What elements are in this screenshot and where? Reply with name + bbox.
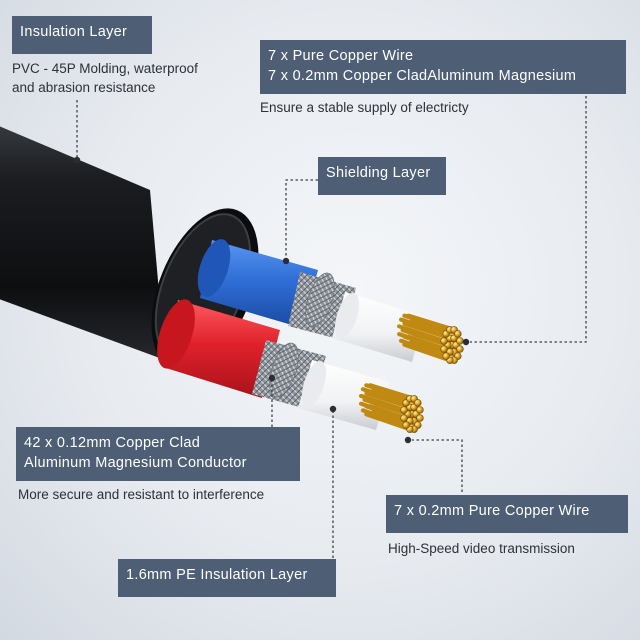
copper-strand — [397, 331, 447, 352]
copper-strand — [358, 401, 407, 421]
pe-insulation-label: 1.6mm PE Insulation Layer — [118, 559, 336, 597]
conductor-description: More secure and resistant to interferenc… — [18, 487, 265, 502]
conductor-label: 42 x 0.12mm Copper Clad Aluminum Magnesi… — [16, 427, 300, 481]
copper-wire-top-description: Ensure a stable supply of electricty — [260, 100, 469, 115]
insulation-layer-description: PVC - 45P Molding, waterproof and abrasi… — [12, 61, 198, 95]
copper-strands-bottom — [358, 383, 424, 433]
copper-strand-end — [442, 352, 450, 360]
leader-copper-top — [470, 96, 587, 343]
copper-strand-end — [440, 337, 448, 345]
copper-strand — [360, 387, 409, 405]
copper-wire-bottom-label: 7 x 0.2mm Pure Copper Wire — [386, 495, 628, 533]
leader-conductor — [271, 380, 300, 445]
copper-strand — [402, 342, 452, 363]
copper-strand-end — [402, 421, 410, 429]
copper-wire-top-label: 7 x Pure Copper Wire 7 x 0.2mm Copper Cl… — [260, 40, 626, 94]
copper-strand-end — [416, 406, 424, 414]
copper-strand-end — [400, 406, 408, 414]
leader-copper-bottom — [412, 439, 463, 492]
copper-strand-end — [454, 330, 462, 338]
copper-strand-end — [400, 414, 408, 422]
copper-strand — [397, 324, 447, 344]
copper-wire-bottom-description: High-Speed video transmission — [388, 541, 575, 556]
copper-strand-end — [416, 414, 424, 422]
marker-pe-insulation — [329, 405, 337, 413]
marker-insulation — [73, 156, 81, 164]
marker-conductor — [268, 374, 276, 382]
leader-lines — [73, 96, 587, 558]
copper-strand-end — [414, 399, 422, 407]
marker-shielding — [282, 257, 290, 265]
copper-strand — [360, 408, 409, 428]
copper-strand — [358, 393, 407, 413]
copper-strand-end — [440, 345, 448, 353]
blue-core — [197, 239, 425, 362]
copper-strand — [364, 412, 412, 432]
copper-strand-end — [456, 345, 464, 353]
copper-strands-top — [397, 313, 464, 364]
copper-strand — [398, 317, 449, 336]
insulation-layer-label: Insulation Layer — [12, 16, 152, 54]
shielding-layer-label: Shielding Layer — [318, 157, 446, 195]
marker-copper-bottom — [404, 436, 412, 444]
copper-strand — [368, 383, 417, 401]
copper-strand — [398, 338, 449, 359]
marker-copper-top — [462, 338, 470, 346]
copper-strand-end — [456, 337, 464, 345]
leader-shielding — [285, 179, 318, 258]
copper-strand — [406, 313, 457, 332]
